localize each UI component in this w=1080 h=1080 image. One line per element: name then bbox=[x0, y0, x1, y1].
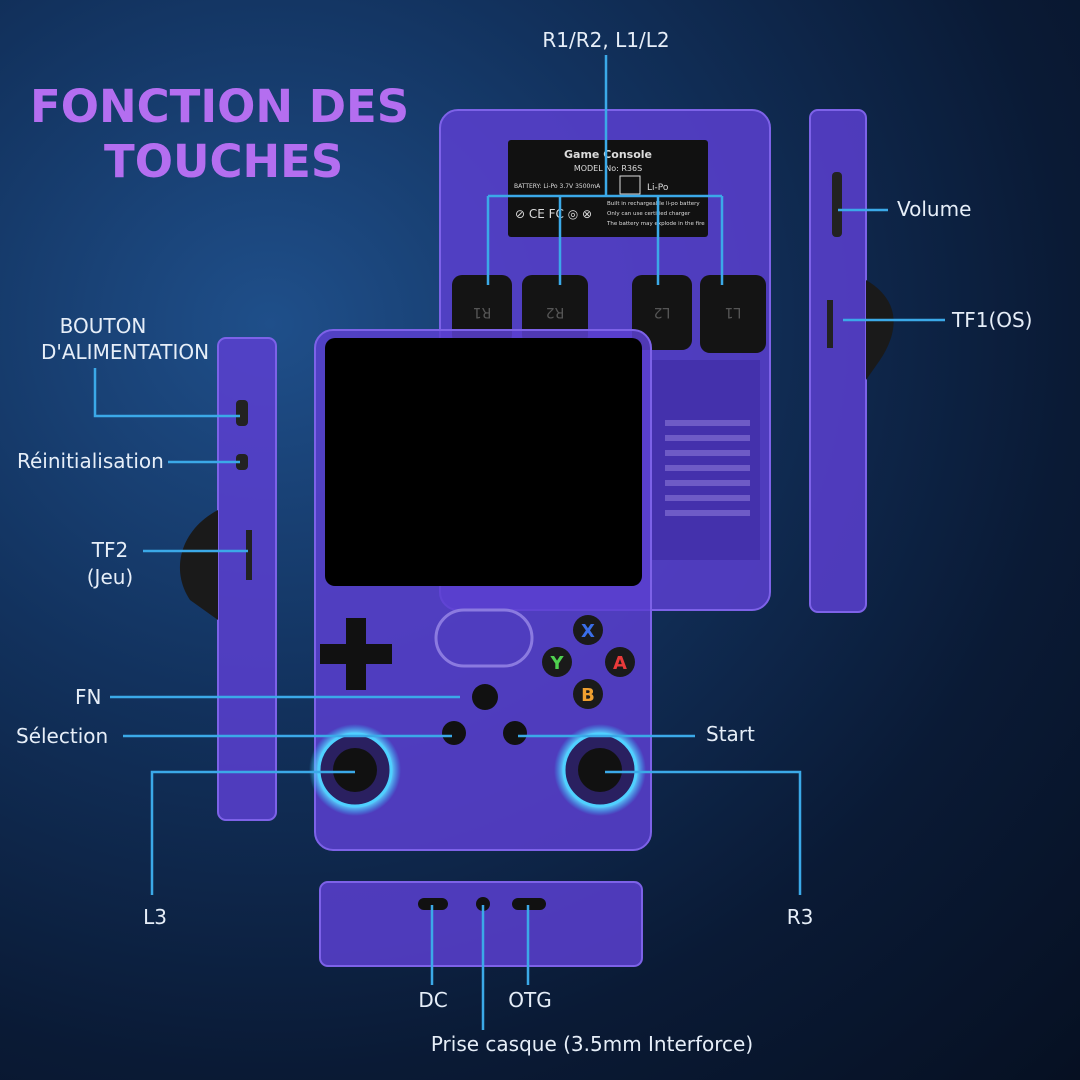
label-otg: OTG bbox=[508, 988, 551, 1012]
shoulder-l1 bbox=[700, 275, 766, 353]
sticker-warning-3: The battery may explode in the fire bbox=[606, 221, 705, 227]
headphone-jack bbox=[476, 897, 490, 911]
button-x: X bbox=[581, 621, 595, 642]
sticker-battery: BATTERY: Li-Po 3.7V 3500mA bbox=[514, 183, 601, 190]
right-stick bbox=[578, 748, 622, 792]
reset-button bbox=[236, 454, 248, 470]
volume-rocker bbox=[832, 172, 842, 237]
shoulder-r2 bbox=[522, 275, 588, 345]
tf1-slot bbox=[827, 300, 833, 348]
label-power-1: BOUTON bbox=[60, 314, 147, 338]
label-tf2-2: (Jeu) bbox=[87, 565, 133, 589]
face-buttons: X Y A B bbox=[542, 615, 635, 709]
label-power-2: D'ALIMENTATION bbox=[41, 340, 209, 364]
select-button bbox=[442, 721, 466, 745]
label-fn: FN bbox=[75, 685, 101, 709]
shoulder-r2-label: R2 bbox=[546, 304, 565, 320]
console-front-view: X Y A B bbox=[309, 329, 652, 851]
tf2-slot bbox=[246, 530, 252, 580]
left-stick bbox=[333, 748, 377, 792]
console-right-side-view bbox=[809, 109, 894, 613]
label-l3: L3 bbox=[143, 905, 167, 929]
shoulder-r1-label: R1 bbox=[473, 304, 492, 320]
title-line-1: FONCTION DES bbox=[30, 80, 409, 133]
label-volume: Volume bbox=[897, 197, 971, 221]
sticker-warning-1: Built in rechargeable li-po battery bbox=[607, 201, 700, 207]
title-line-2: TOUCHES bbox=[104, 135, 343, 188]
otg-port bbox=[512, 898, 546, 910]
label-reset: Réinitialisation bbox=[17, 449, 164, 473]
sticker-type: Li-Po bbox=[647, 183, 669, 193]
certification-icons: ⊘ CE FC ◎ ⊗ bbox=[515, 207, 592, 221]
label-select: Sélection bbox=[16, 724, 108, 748]
shoulder-l2-label: L2 bbox=[654, 304, 671, 320]
callout-lines bbox=[93, 55, 945, 1030]
label-tf1: TF1(OS) bbox=[951, 308, 1033, 332]
sticker-warning-2: Only can use certified charger bbox=[607, 211, 691, 217]
sticker-name: Game Console bbox=[564, 148, 652, 161]
shoulder-r1 bbox=[452, 275, 512, 345]
label-r3: R3 bbox=[787, 905, 814, 929]
label-tf2-1: TF2 bbox=[91, 538, 128, 562]
button-a: A bbox=[613, 653, 627, 674]
label-start: Start bbox=[706, 722, 755, 746]
shoulder-l2 bbox=[632, 275, 692, 350]
label-dc: DC bbox=[418, 988, 447, 1012]
recycle-icon bbox=[619, 175, 641, 195]
console-bottom-view bbox=[319, 881, 643, 967]
sticker-model: MODEL No: R36S bbox=[574, 164, 642, 173]
fn-button bbox=[472, 684, 498, 710]
screen bbox=[325, 338, 642, 586]
speaker-grill bbox=[434, 608, 534, 668]
dc-port bbox=[418, 898, 448, 910]
button-b: B bbox=[581, 685, 595, 706]
power-button bbox=[236, 400, 248, 426]
start-button bbox=[503, 721, 527, 745]
shoulder-l1-label: L1 bbox=[725, 304, 742, 320]
label-headphone: Prise casque (3.5mm Interforce) bbox=[431, 1032, 753, 1056]
console-left-side-view bbox=[179, 337, 277, 821]
button-y: Y bbox=[549, 653, 564, 674]
shoulder-buttons: R1 R2 L2 L1 bbox=[452, 275, 766, 353]
label-shoulders: R1/R2, L1/L2 bbox=[542, 28, 669, 52]
dpad bbox=[320, 618, 392, 690]
